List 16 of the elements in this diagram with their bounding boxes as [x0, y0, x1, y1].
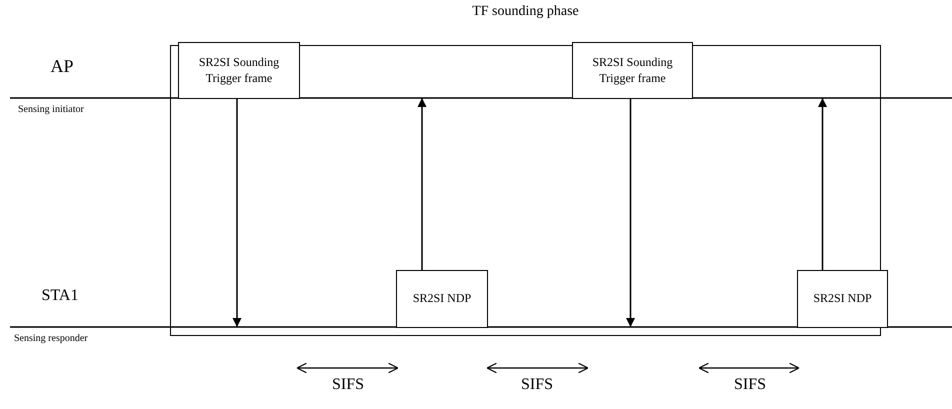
arrow — [818, 98, 827, 270]
interval-label: SIFS — [332, 377, 364, 393]
station-name: AP — [50, 57, 74, 75]
arrow — [626, 99, 635, 327]
interval-label: SIFS — [521, 377, 554, 393]
frame-box: SR2SI Sounding Trigger frame — [178, 42, 300, 99]
station-role: Sensing responder — [14, 334, 88, 344]
arrow — [232, 99, 242, 327]
interval-label: SIFS — [734, 377, 766, 393]
frame-box: SR2SI Sounding Trigger frame — [572, 42, 693, 99]
arrow — [418, 98, 426, 270]
frame-box: SR2SI NDP — [797, 270, 888, 328]
station-role: Sensing initiator — [18, 105, 84, 115]
frame-box: SR2SI NDP — [396, 270, 488, 328]
phase-title: TF sounding phase — [472, 4, 579, 19]
station-name: STA1 — [42, 288, 78, 304]
